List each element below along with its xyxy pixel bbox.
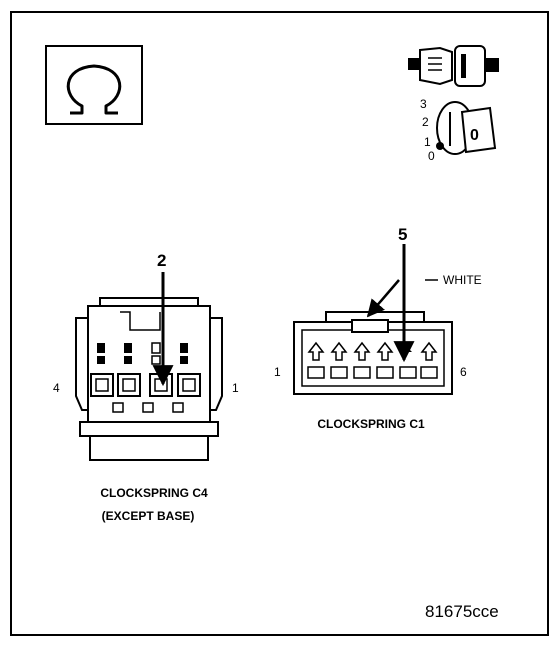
ignition-key-icon: 3 2 1 0 0 [420, 97, 497, 163]
c4-pin-cavity-2 [149, 373, 173, 397]
c4-pin-cavity-4 [90, 373, 114, 397]
ohmmeter-icon [45, 45, 143, 125]
diagram-border [10, 11, 549, 636]
key-position-2: 2 [422, 115, 429, 129]
c1-pin-6 [420, 341, 438, 379]
c1-pin-4 [376, 341, 394, 379]
key-position-1: 1 [424, 135, 431, 149]
figure-id: 81675cce [425, 602, 499, 621]
c4-subtitle: (EXCEPT BASE) [102, 509, 195, 523]
c1-pin-3 [353, 341, 371, 379]
c4-title: CLOCKSPRING C4 [100, 486, 208, 500]
key-position-0: 0 [428, 149, 435, 163]
c4-callout-pin-label: 2 [157, 251, 166, 270]
c1-white-wire-arrow [366, 279, 400, 318]
c4-pin-cavity-3 [117, 373, 141, 397]
plug-icon [408, 45, 499, 87]
c1-pin-1 [307, 341, 325, 379]
c1-right-end-label: 6 [460, 365, 467, 379]
c1-wire-color-label: WHITE [443, 273, 482, 287]
c4-right-end-label: 1 [232, 381, 239, 395]
c1-left-end-label: 1 [274, 365, 281, 379]
connector-c1 [293, 311, 453, 395]
c4-pin-cavity-1 [177, 373, 201, 397]
c1-pin-2 [330, 341, 348, 379]
connector-c4 [75, 297, 223, 461]
key-label: 0 [470, 127, 479, 144]
key-position-3: 3 [420, 97, 427, 111]
c1-callout-pin-label: 5 [398, 225, 407, 244]
c1-title: CLOCKSPRING C1 [317, 417, 425, 431]
c4-left-end-label: 4 [53, 381, 60, 395]
